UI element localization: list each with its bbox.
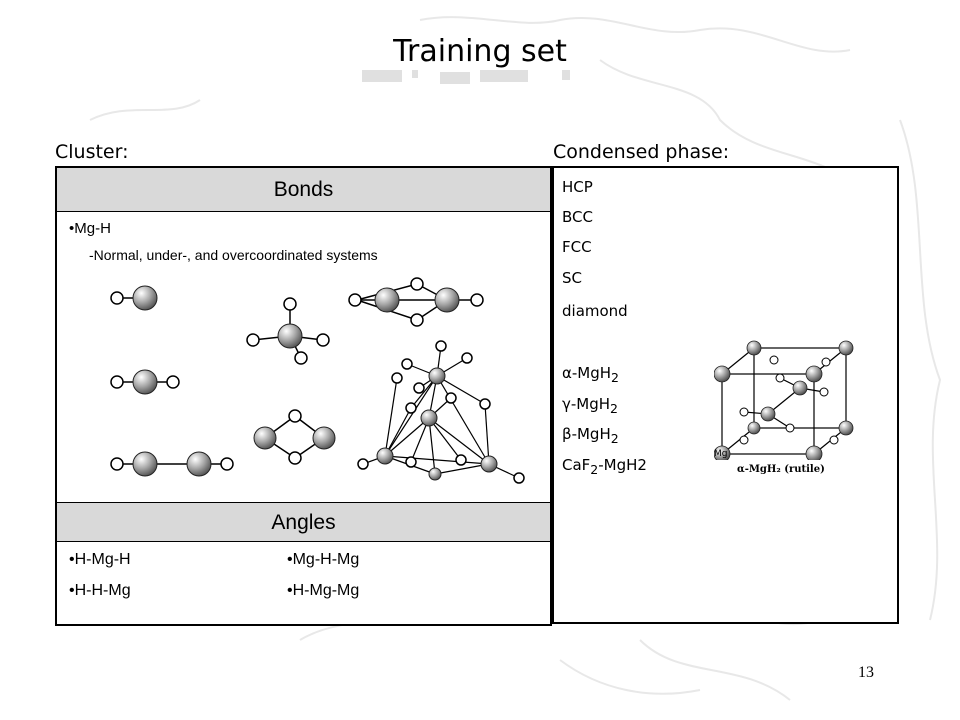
bond-note: -Normal, under-, and overcoordinated sys… (89, 247, 378, 263)
hydride-subscript: 2 (610, 431, 619, 446)
cluster-molecules-diagram (110, 277, 525, 484)
crystal-caption: α-MgH₂ (rutile) (737, 464, 825, 475)
hydride-main: -MgH (571, 425, 611, 443)
hydride-prefix: α (562, 364, 572, 382)
slide-title: Training set (393, 34, 567, 69)
hydride-subscript: 2 (610, 401, 618, 416)
phase-item: BCC (562, 208, 593, 226)
title-decoration (362, 70, 570, 84)
hydride-subscript: 2 (590, 462, 599, 477)
condensed-phase-label: Condensed phase: (553, 141, 730, 163)
rutile-crystal-diagram: Mg (714, 340, 854, 460)
hydride-prefix: γ (562, 395, 571, 413)
angle-item: •Mg-H-Mg (287, 551, 360, 568)
hydride-item: CaF2-MgH2 (562, 456, 647, 477)
hydride-main: -MgH (570, 395, 611, 413)
phase-item: FCC (562, 238, 592, 256)
hydride-main: -MgH (571, 364, 612, 382)
crystal-atom-label: Mg (714, 449, 727, 459)
cluster-label: Cluster: (55, 141, 129, 163)
page-number: 13 (858, 664, 874, 681)
hydride-item: α-MgH2 (562, 364, 619, 385)
hydride-item: γ-MgH2 (562, 395, 618, 416)
hydride-subscript: 2 (611, 370, 619, 385)
angle-item: •H-Mg-H (69, 551, 131, 568)
bond-item-mg-h: •Mg-H (69, 220, 111, 237)
angle-item: •H-Mg-Mg (287, 582, 360, 599)
condensed-phase-panel: HCP BCC FCC SC diamond α-MgH2 γ-MgH2 β-M… (552, 166, 899, 624)
phase-item: SC (562, 269, 582, 287)
hydride-main: CaF (562, 456, 591, 474)
phase-item: HCP (562, 178, 593, 196)
hydride-prefix: β (562, 425, 572, 443)
hydride-tail: -MgH2 (598, 456, 647, 474)
cluster-panel: Bonds •Mg-H -Normal, under-, and overcoo… (55, 166, 552, 626)
bonds-header: Bonds (57, 168, 550, 212)
phase-item: diamond (562, 302, 628, 320)
angle-item: •H-H-Mg (69, 582, 131, 599)
hydride-item: β-MgH2 (562, 425, 619, 446)
angles-header: Angles (57, 502, 550, 542)
